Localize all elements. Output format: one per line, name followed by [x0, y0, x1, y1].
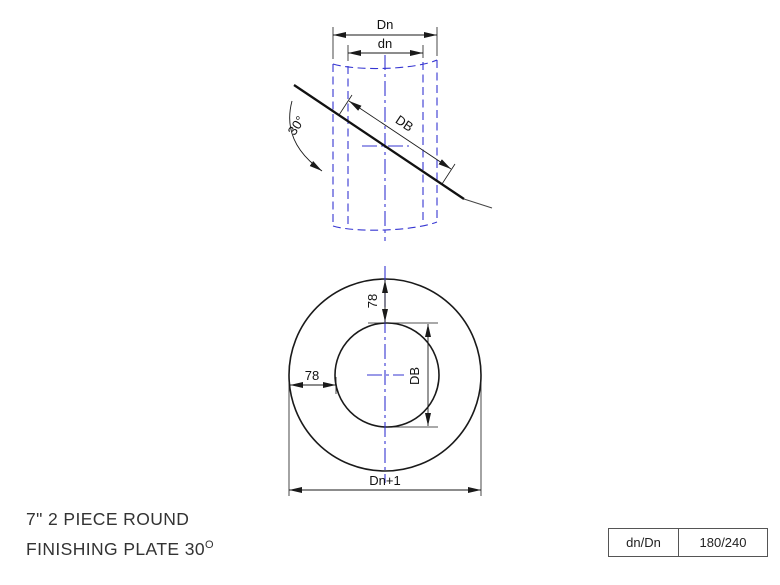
cut-line-extension: [463, 198, 493, 209]
title-line-2-text: FINISHING PLATE 30: [26, 538, 206, 559]
extension-tick: [441, 163, 456, 185]
outer-diameter-dimension-top-view: Dn: [332, 17, 438, 59]
title-degree-mark: O: [205, 539, 214, 551]
spec-table-label: dn/Dn: [609, 529, 679, 556]
title-line-1: 7" 2 PIECE ROUND: [26, 509, 190, 529]
angle-arc: [289, 100, 323, 172]
spec-table: dn/Dn 180/240: [608, 528, 768, 557]
dim-label-dn: dn: [378, 36, 392, 51]
dim-label-78-top: 78: [365, 294, 380, 308]
bottom-view: 78 DB 78 Dn+1: [288, 266, 482, 496]
pipe-centerlines: [362, 55, 409, 241]
left-rim-width-dimension: 78: [290, 368, 337, 394]
dim-label-78-left: 78: [305, 368, 319, 383]
dim-label-DB-top: DB: [393, 112, 416, 135]
dim-label-Dn-plus-1: Dn+1: [369, 473, 400, 488]
extension-tick: [338, 94, 353, 116]
title-line-2: FINISHING PLATE 30O: [26, 532, 214, 562]
top-view: Dn dn DB 30°: [285, 17, 493, 241]
spec-table-value: 180/240: [699, 535, 747, 550]
dim-label-Dn: Dn: [377, 17, 394, 32]
inner-diameter-dimension-bottom-view: DB: [390, 324, 438, 428]
drawing-title: 7" 2 PIECE ROUND FINISHING PLATE 30O: [26, 506, 214, 562]
dim-label-DB-bottom: DB: [407, 367, 422, 385]
pipe-bottom-edge: [332, 221, 438, 231]
inner-diameter-dimension-top-view: dn: [347, 36, 424, 61]
diagonal-db-dimension: DB: [338, 94, 456, 185]
angle-label: 30°: [285, 113, 308, 138]
outer-diameter-dimension-bottom-view: Dn+1: [288, 382, 482, 496]
top-rim-width-dimension: 78: [365, 280, 438, 324]
dimension-line: [348, 100, 452, 170]
cut-line: [293, 84, 465, 200]
